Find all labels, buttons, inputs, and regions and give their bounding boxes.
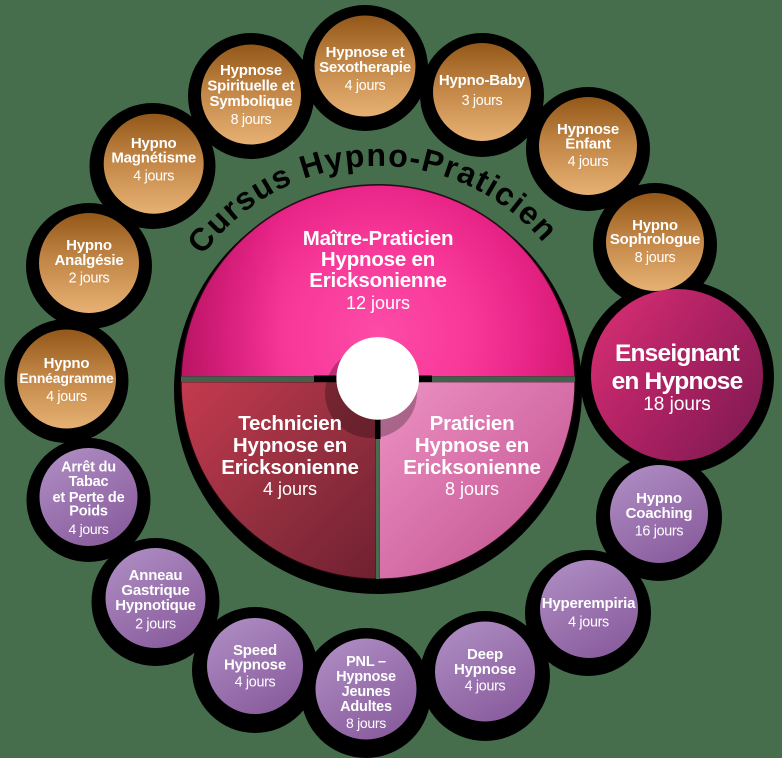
svg-text:2 jours: 2 jours bbox=[135, 617, 176, 633]
svg-text:Jeunes: Jeunes bbox=[342, 684, 391, 700]
svg-text:et Perte de: et Perte de bbox=[53, 490, 125, 506]
svg-text:Ericksonienne: Ericksonienne bbox=[221, 456, 359, 479]
svg-text:Hyperempiria: Hyperempiria bbox=[542, 595, 636, 612]
svg-text:Hypno: Hypno bbox=[632, 217, 678, 234]
svg-text:12 jours: 12 jours bbox=[346, 293, 410, 313]
svg-text:4 jours: 4 jours bbox=[46, 389, 87, 405]
svg-text:Poids: Poids bbox=[69, 504, 108, 520]
svg-text:8 jours: 8 jours bbox=[445, 479, 499, 499]
svg-text:Hypnose et: Hypnose et bbox=[326, 44, 405, 61]
svg-text:Sexotherapie: Sexotherapie bbox=[319, 59, 411, 76]
svg-text:Gastrique: Gastrique bbox=[121, 582, 189, 599]
svg-text:4 jours: 4 jours bbox=[69, 521, 109, 537]
svg-text:Adultes: Adultes bbox=[340, 699, 392, 715]
svg-text:4 jours: 4 jours bbox=[263, 479, 317, 499]
svg-text:Symbolique: Symbolique bbox=[209, 93, 292, 110]
svg-text:Hypno-Baby: Hypno-Baby bbox=[439, 72, 526, 89]
svg-text:Praticien: Praticien bbox=[430, 412, 515, 435]
svg-text:8 jours: 8 jours bbox=[346, 715, 386, 731]
svg-text:4 jours: 4 jours bbox=[133, 169, 174, 185]
svg-text:Technicien: Technicien bbox=[238, 412, 342, 435]
svg-text:en Hypnose: en Hypnose bbox=[612, 368, 743, 395]
svg-text:Ennéagramme: Ennéagramme bbox=[19, 370, 114, 386]
svg-text:Sophrologue: Sophrologue bbox=[610, 231, 700, 248]
svg-text:Maître-Praticien: Maître-Praticien bbox=[303, 227, 454, 250]
svg-text:Hypnose en: Hypnose en bbox=[321, 248, 435, 271]
svg-text:Hypnose: Hypnose bbox=[557, 121, 619, 138]
svg-text:Hypnotique: Hypnotique bbox=[115, 597, 196, 614]
svg-text:4 jours: 4 jours bbox=[568, 154, 609, 170]
svg-text:Hypnose: Hypnose bbox=[454, 661, 516, 678]
svg-text:Hypnose: Hypnose bbox=[224, 656, 286, 673]
svg-text:Analgésie: Analgésie bbox=[54, 252, 123, 269]
svg-text:Arrêt du: Arrêt du bbox=[61, 460, 116, 476]
svg-text:Hypnose: Hypnose bbox=[336, 669, 396, 685]
svg-text:Enseignant: Enseignant bbox=[615, 340, 740, 367]
svg-text:Tabac: Tabac bbox=[69, 474, 109, 490]
svg-text:Hypno: Hypno bbox=[636, 490, 682, 507]
svg-text:8 jours: 8 jours bbox=[635, 250, 676, 266]
svg-text:Coaching: Coaching bbox=[626, 505, 693, 522]
svg-text:18 jours: 18 jours bbox=[643, 394, 711, 415]
svg-text:Hypno: Hypno bbox=[44, 355, 90, 372]
svg-text:Hypnose: Hypnose bbox=[220, 62, 282, 79]
svg-text:Ericksonienne: Ericksonienne bbox=[403, 456, 541, 479]
svg-text:2 jours: 2 jours bbox=[69, 271, 110, 287]
svg-text:4 jours: 4 jours bbox=[235, 675, 276, 691]
svg-text:Spirituelle et: Spirituelle et bbox=[207, 77, 294, 94]
svg-text:16 jours: 16 jours bbox=[635, 524, 684, 540]
svg-text:Hypnose en: Hypnose en bbox=[233, 434, 347, 457]
svg-text:Hypno: Hypno bbox=[131, 135, 177, 152]
svg-text:Hypnose en: Hypnose en bbox=[415, 434, 529, 457]
svg-text:Deep: Deep bbox=[467, 646, 503, 663]
svg-text:Magnétisme: Magnétisme bbox=[111, 150, 196, 167]
svg-text:Speed: Speed bbox=[233, 642, 277, 659]
svg-text:4 jours: 4 jours bbox=[345, 78, 386, 94]
svg-text:Enfant: Enfant bbox=[565, 135, 611, 152]
svg-text:Ericksonienne: Ericksonienne bbox=[309, 269, 447, 292]
svg-text:Anneau: Anneau bbox=[129, 567, 183, 584]
svg-text:3 jours: 3 jours bbox=[462, 93, 503, 109]
svg-text:4 jours: 4 jours bbox=[465, 679, 506, 695]
svg-text:4 jours: 4 jours bbox=[568, 615, 609, 631]
svg-text:Hypno: Hypno bbox=[66, 237, 112, 254]
svg-text:8 jours: 8 jours bbox=[231, 112, 272, 128]
svg-text:PNL –: PNL – bbox=[346, 654, 386, 670]
